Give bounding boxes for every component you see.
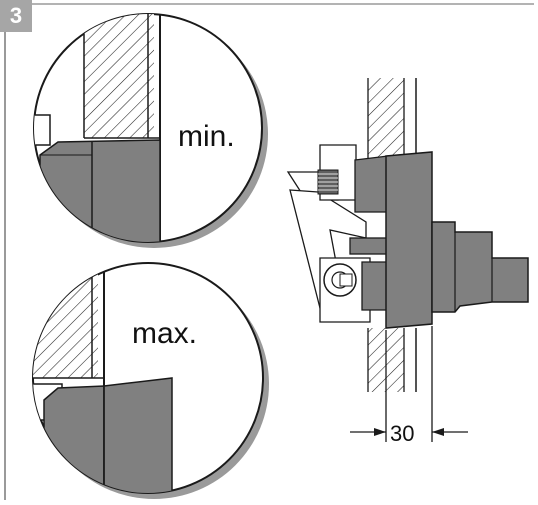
wall-hatch-upper xyxy=(368,78,404,160)
housing-part-outer-max xyxy=(103,377,173,493)
step-number-badge: 3 xyxy=(0,0,32,32)
cover-plate xyxy=(385,151,433,329)
dimension-value: 30 xyxy=(390,421,415,446)
housing-upper xyxy=(354,155,389,213)
min-label: min. xyxy=(178,120,235,153)
mixer-handle xyxy=(431,221,529,313)
wall-hatch-min xyxy=(84,14,154,138)
housing-lower xyxy=(361,261,389,311)
detail-circle-max xyxy=(32,262,269,499)
wall-hatch-max xyxy=(33,263,98,378)
spindle xyxy=(349,237,389,255)
assembly-side-view xyxy=(286,78,529,442)
max-label: max. xyxy=(132,317,198,350)
